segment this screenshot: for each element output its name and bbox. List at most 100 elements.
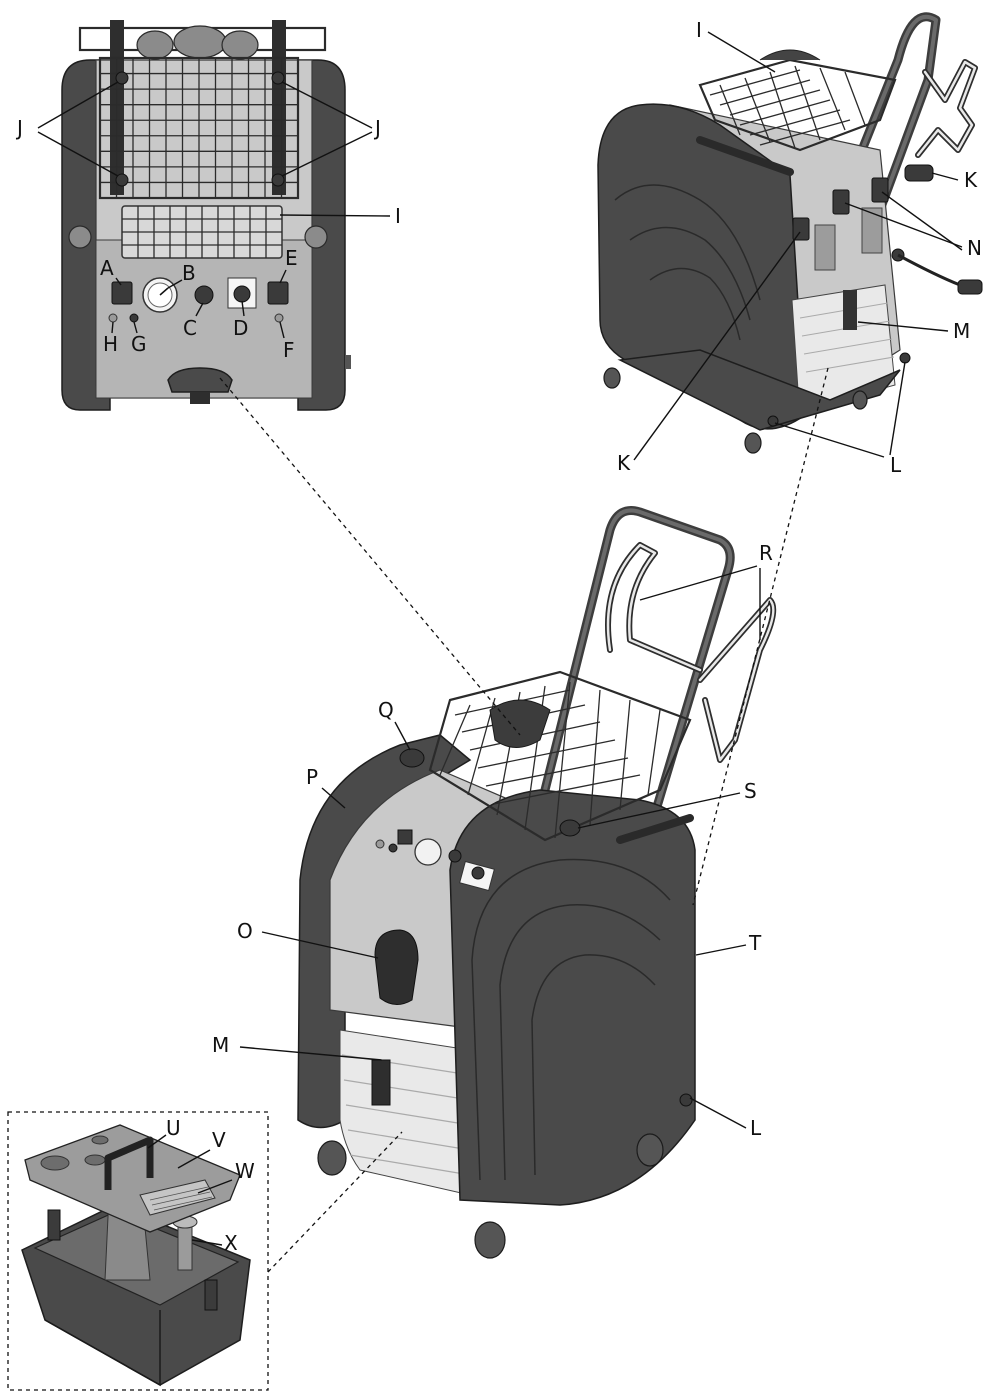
lamp-g <box>129 313 139 323</box>
main-tank-ribs <box>341 1054 471 1176</box>
leader-j-right-bottom <box>281 131 373 177</box>
main-wheel-3 <box>636 1133 664 1167</box>
label-m-rear: M <box>953 319 970 343</box>
detail-lid-hole-3 <box>91 1135 109 1145</box>
selector-d <box>233 285 251 303</box>
label-k-rear-bottom: K <box>617 451 631 475</box>
rear-hose-rack-inner <box>916 60 977 157</box>
rear-shell-groove-1 <box>614 184 761 301</box>
leader-u <box>147 1134 167 1149</box>
label-l-main: L <box>750 1116 762 1140</box>
front-knob-tl <box>115 71 129 85</box>
front-view <box>61 20 351 411</box>
leader-k-rear-top <box>931 172 959 181</box>
label-b: B <box>182 261 196 285</box>
main-shell-groove-3 <box>531 954 656 1176</box>
main-shell-grip <box>616 814 694 844</box>
leader-h <box>111 321 114 334</box>
label-r: R <box>759 541 773 565</box>
rear-upright-handle-inner <box>816 14 938 262</box>
rear-foot-l1 <box>767 415 779 427</box>
detail-view-callouts: U V W X <box>147 1116 255 1255</box>
label-g: G <box>131 332 147 356</box>
leader-t <box>695 944 747 956</box>
front-knob-bl <box>115 173 129 187</box>
leader-x <box>191 1239 223 1246</box>
main-hose-rack-right-inner <box>698 598 775 762</box>
front-top-item-left <box>136 30 174 60</box>
rear-base <box>617 349 901 431</box>
front-bottom-plug <box>190 392 210 404</box>
rear-view-callouts: I K K L M N <box>617 18 982 477</box>
main-lamp-1 <box>375 839 385 849</box>
label-e: E <box>285 246 298 270</box>
front-top-item-center <box>173 25 227 59</box>
leader-j-left-bottom <box>37 131 119 177</box>
rear-vent-right <box>861 207 883 254</box>
label-o: O <box>237 919 253 943</box>
leader-w <box>197 1179 233 1194</box>
switch-a <box>111 281 133 305</box>
switch-e <box>267 281 289 305</box>
detail-clip-right <box>204 1279 218 1311</box>
label-j-right: J <box>373 116 381 140</box>
main-view <box>297 506 777 1259</box>
main-water-tank <box>339 1029 471 1196</box>
front-top-item-right <box>221 30 259 60</box>
label-m-main: M <box>212 1033 229 1057</box>
front-rail-right <box>272 20 286 195</box>
label-w: W <box>235 1159 255 1183</box>
leader-v <box>177 1149 211 1169</box>
dash-detail-to-main <box>267 1131 403 1273</box>
detail-filter-grid <box>139 1179 216 1216</box>
leader-s <box>577 792 741 829</box>
label-p: P <box>306 765 318 789</box>
rear-vents <box>814 207 883 271</box>
label-d: D <box>233 316 248 340</box>
main-wheel-1 <box>317 1140 347 1176</box>
front-bottom-socket <box>167 367 233 393</box>
main-socket-cover <box>374 929 419 1005</box>
label-k-rear-top: K <box>964 168 978 192</box>
gauge-b-needle <box>159 287 169 296</box>
rear-connector-n1 <box>832 189 850 215</box>
leader-l-rear-1 <box>774 422 885 458</box>
leader-i-front <box>279 214 391 217</box>
main-shell-groove-1 <box>471 858 671 1181</box>
front-side-tab <box>345 355 351 369</box>
rear-connector-k-side <box>792 217 810 241</box>
label-f: F <box>283 338 295 362</box>
front-boss-left <box>68 225 92 249</box>
label-c: C <box>183 316 197 340</box>
label-q: Q <box>378 698 394 722</box>
detail-handle <box>104 1136 154 1190</box>
front-boss-right <box>304 225 328 249</box>
leader-m-rear <box>857 321 949 332</box>
knob-c <box>194 285 214 305</box>
main-shell-groove-2 <box>499 904 661 1181</box>
main-switch <box>397 829 413 845</box>
rear-shell-groove-2 <box>629 226 751 321</box>
dash-front-to-main <box>219 377 521 736</box>
rear-vent-left <box>814 224 836 271</box>
front-knob-tr <box>271 71 285 85</box>
leader-g <box>133 321 138 334</box>
main-upright-handle-inner <box>543 508 733 832</box>
main-knob <box>448 849 462 863</box>
rear-power-cable <box>897 253 961 287</box>
main-foot-l <box>679 1093 693 1107</box>
leader-c <box>195 302 204 317</box>
label-x: X <box>224 1231 238 1255</box>
detail-tank-edge <box>44 1310 161 1387</box>
rear-view <box>597 12 983 454</box>
detail-filter-grid-lines <box>149 1186 213 1211</box>
front-view-callouts: J J I A B C D E F G H <box>15 81 401 362</box>
detail-frame <box>7 1111 269 1391</box>
leader-b <box>167 279 183 289</box>
rear-basket-item <box>759 49 821 61</box>
leader-j-right-top <box>281 81 373 129</box>
rear-wheel-1 <box>603 367 621 389</box>
label-t: T <box>748 931 762 955</box>
front-knob-br <box>271 173 285 187</box>
